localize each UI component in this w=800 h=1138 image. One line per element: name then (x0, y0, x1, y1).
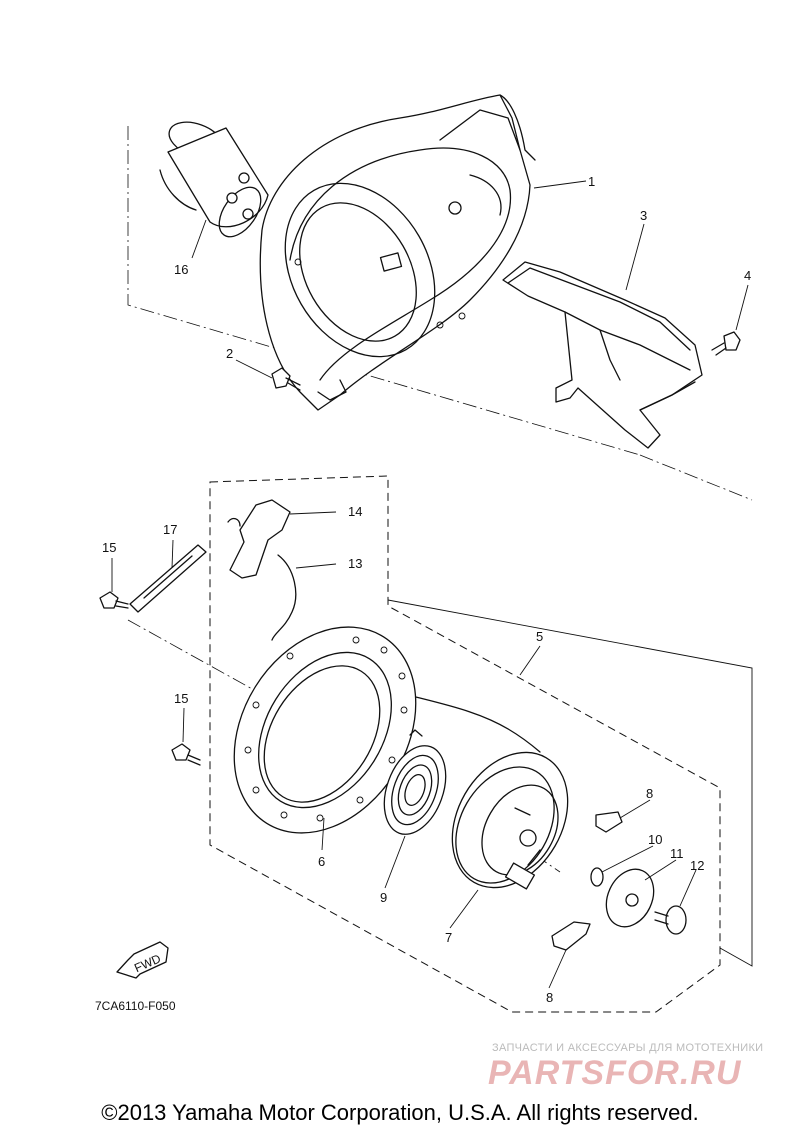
callout-11: 11 (670, 846, 684, 861)
group-outline (387, 599, 753, 967)
bolt-15b-part (171, 743, 201, 766)
callout-12: 12 (690, 858, 704, 873)
callout-15b: 15 (174, 691, 188, 706)
callout-7: 7 (445, 930, 452, 945)
callout-10: 10 (648, 832, 662, 847)
callout-15a: 15 (102, 540, 116, 555)
screw-12-part (654, 905, 687, 935)
watermark-logo: PARTSFOR.RU (488, 1054, 742, 1092)
friction-plate-part (605, 868, 655, 928)
bolt-2-part (271, 367, 301, 391)
callout-5: 5 (536, 629, 543, 644)
callout-9: 9 (380, 890, 387, 905)
spiral-spring-part (383, 729, 447, 835)
callout-1: 1 (588, 174, 595, 189)
callout-6: 6 (318, 854, 325, 869)
callout-13: 13 (348, 556, 362, 571)
callout-16: 16 (174, 262, 188, 277)
callout-3: 3 (640, 208, 647, 223)
callout-14: 14 (348, 504, 362, 519)
air-duct-part (502, 261, 703, 449)
bolt-4-part (711, 331, 741, 356)
bolt-15a-part (99, 591, 129, 609)
callout-2: 2 (226, 346, 233, 361)
copyright-notice: ©2013 Yamaha Motor Corporation, U.S.A. A… (101, 1100, 699, 1125)
leader-lines (111, 180, 749, 989)
fwd-arrow-icon: FWD (116, 941, 169, 979)
callout-8a: 8 (646, 786, 653, 801)
watermark-tagline: ЗАПЧАСТИ И АКСЕССУАРЫ ДЛЯ МОТОТЕХНИКИ (492, 1042, 764, 1054)
drawing-code: 7CA6110-F050 (95, 999, 176, 1013)
fan-housing-part (259, 94, 536, 411)
sheave-drum-part (451, 751, 569, 890)
assembly-group-boundary (209, 475, 721, 1013)
starter-handle-part (227, 499, 291, 579)
callout-8b: 8 (546, 990, 553, 1005)
callout-17: 17 (163, 522, 177, 537)
cap-cylinder-part (159, 121, 269, 238)
spring-10-part (590, 867, 604, 887)
rope-guide-plate-part (129, 544, 207, 613)
pawl-8b-part (551, 921, 591, 951)
callout-4: 4 (744, 268, 751, 283)
callout-labels: 1 2 3 4 5 6 7 8 8 9 10 11 12 13 14 15 15… (102, 174, 751, 1005)
pawl-8a-part (595, 811, 623, 833)
